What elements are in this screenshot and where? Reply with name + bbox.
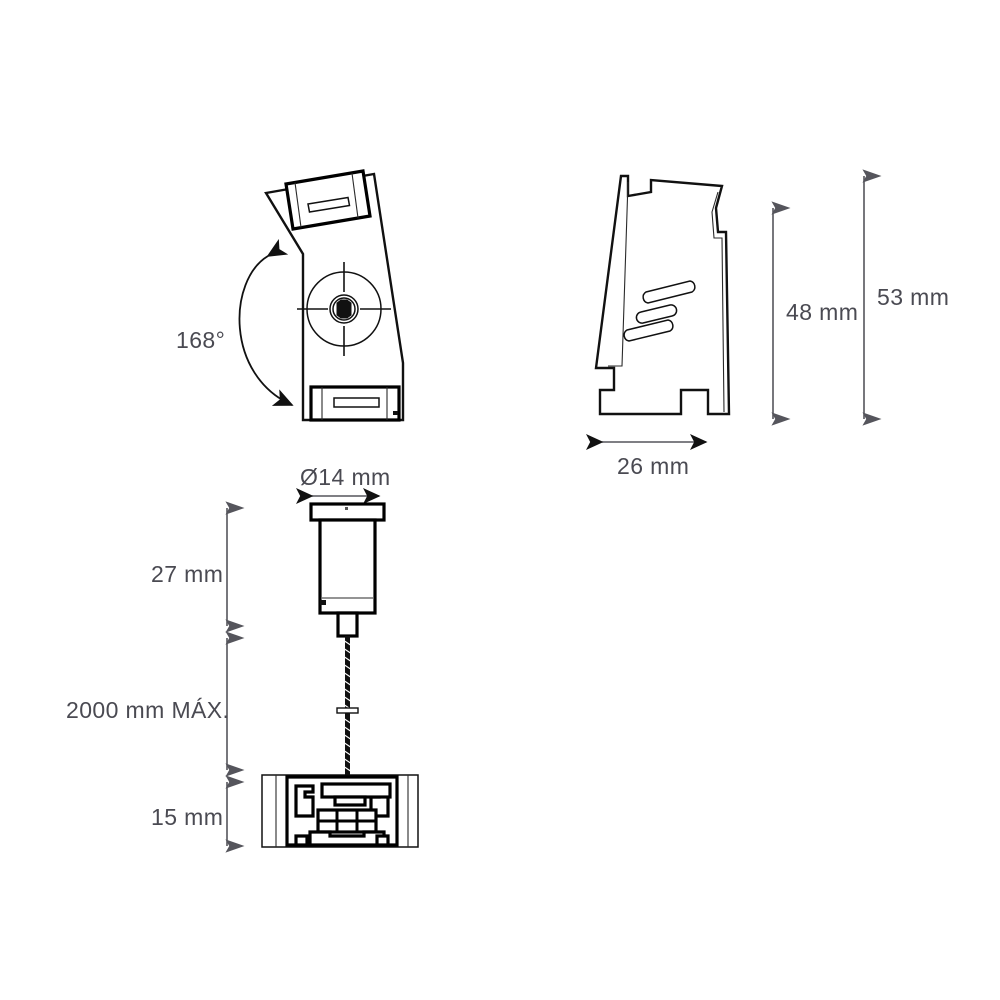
angle-label: 168° bbox=[176, 327, 225, 353]
bracket-bevel-edge bbox=[265, 192, 304, 255]
angle-arc-path bbox=[238, 239, 294, 406]
bottom-saddle bbox=[308, 830, 386, 847]
side-notch-top-right bbox=[715, 207, 726, 233]
suspension-cable bbox=[336, 636, 359, 775]
louvre-slot-1 bbox=[642, 280, 696, 304]
pivot-hex-socket bbox=[336, 299, 352, 319]
driver-box-outer bbox=[261, 774, 419, 848]
side-view-bracket-profile: 26 mm 48 mm 53 mm bbox=[586, 169, 949, 479]
bracket-top-head bbox=[284, 169, 372, 231]
base-corner-mark bbox=[393, 411, 398, 415]
tilt-angle-arc bbox=[238, 239, 294, 406]
base-block-outline bbox=[309, 385, 401, 422]
side-notch-top-left bbox=[627, 191, 652, 197]
head-plate-slot bbox=[307, 196, 351, 213]
head-cable-gland bbox=[336, 611, 359, 638]
dim-48-label: 48 mm bbox=[786, 299, 858, 325]
clip-hook-left bbox=[294, 784, 315, 818]
dim-53-label: 53 mm bbox=[877, 284, 949, 310]
dim-2000-label: 2000 mm MÁX. bbox=[66, 697, 229, 723]
side-inner-wall-left bbox=[608, 181, 629, 367]
pivot-inner-circle bbox=[332, 297, 356, 321]
head-cylinder-body bbox=[318, 518, 377, 615]
pendant-assembly-elevation: Ø14 mm bbox=[66, 464, 419, 853]
head-plate-rib-left bbox=[294, 182, 302, 228]
front-view-adjustable-bracket: 168° bbox=[176, 169, 405, 422]
pivot-screw-assembly bbox=[297, 262, 391, 356]
louvre-slot-3 bbox=[623, 319, 674, 342]
pivot-mid-circle bbox=[329, 294, 359, 324]
dim-27-label: 27 mm bbox=[151, 561, 223, 587]
driver-connection-box bbox=[261, 774, 419, 848]
head-flange bbox=[309, 502, 386, 522]
bottom-tab-right bbox=[375, 834, 390, 847]
contact-grid bbox=[316, 808, 378, 834]
side-louvre-slots bbox=[623, 280, 696, 342]
head-flange-center-mark bbox=[345, 507, 348, 510]
bottom-tab-left bbox=[294, 834, 309, 847]
side-profile-outline bbox=[594, 174, 731, 416]
head-cylinder-mark bbox=[320, 600, 326, 605]
bracket-right-edge-inner bbox=[373, 173, 404, 364]
louvre-slot-2 bbox=[635, 304, 678, 324]
dim-26-label: 26 mm bbox=[617, 453, 689, 479]
side-inner-wall-right bbox=[711, 191, 725, 413]
terminal-bar-neck bbox=[333, 795, 367, 807]
dim-d14-label: Ø14 mm bbox=[300, 464, 391, 490]
bracket-base-block bbox=[309, 385, 401, 422]
terminal-bar-top bbox=[320, 782, 392, 799]
base-slot bbox=[333, 397, 380, 408]
cable-joint-collar bbox=[336, 707, 359, 714]
head-plate-rib-right bbox=[351, 173, 359, 219]
dim-15-label: 15 mm bbox=[151, 804, 223, 830]
